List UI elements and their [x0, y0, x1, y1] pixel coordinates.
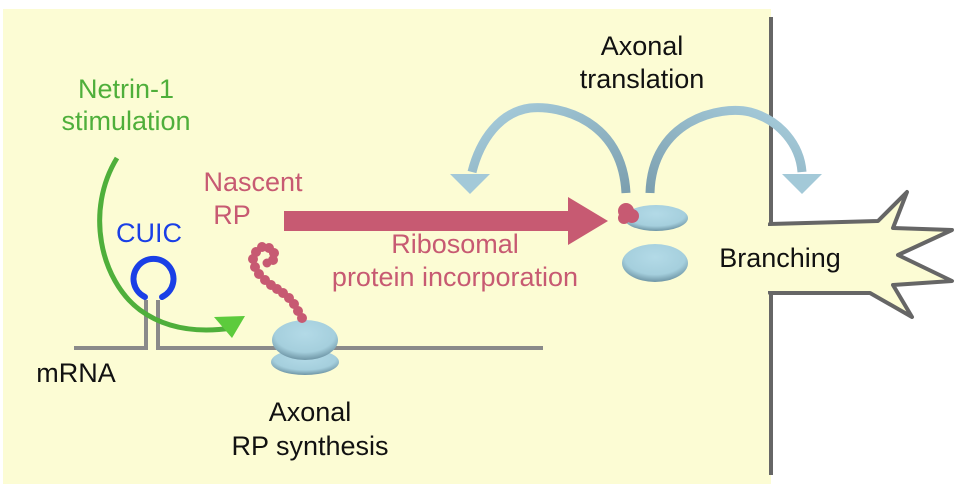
- incorporated-rp: [618, 203, 639, 224]
- nascent-line-2: RP: [213, 199, 251, 230]
- translation-line-1: Axonal: [600, 31, 684, 61]
- ribosomal-incorporation-label: Ribosomal protein incorporation: [296, 228, 614, 294]
- cuic-loop: [130, 255, 177, 300]
- translation-line-2: translation: [579, 63, 705, 94]
- netrin-arrowhead: [214, 316, 245, 338]
- branching-label: Branching: [719, 243, 841, 273]
- synthesis-line-2: RP synthesis: [231, 430, 389, 461]
- nascent-protein-chain: [248, 242, 307, 323]
- ribosome-small-subunit: [272, 320, 338, 360]
- netrin-stimulation-label: Netrin-1 stimulation: [40, 74, 212, 138]
- synthesis-line-1: Axonal: [268, 397, 352, 427]
- translation-ribosome-lower: [622, 244, 688, 282]
- branch-growth-cone: [768, 190, 954, 319]
- translation-arc-left: [467, 103, 631, 194]
- nascent-line-1: Nascent: [203, 167, 303, 197]
- netrin-stimulation-arrow: [97, 156, 233, 333]
- translation-arrowhead-left: [450, 174, 490, 194]
- nascent-rp-label: Nascent RP: [182, 166, 324, 232]
- netrin-line-2: stimulation: [61, 105, 191, 136]
- incorporation-arrow-shaft: [284, 211, 574, 231]
- netrin-line-1: Netrin-1: [77, 74, 175, 104]
- translation-arrowhead-right: [782, 174, 822, 194]
- axonal-rp-synthesis-label: Axonal RP synthesis: [204, 396, 416, 464]
- translation-arc-right: [645, 105, 807, 194]
- mrna-label: mRNA: [36, 358, 116, 388]
- incorporation-arrowhead: [568, 197, 608, 245]
- translation-ribosome-upper: [624, 205, 688, 231]
- incorporation-line-2: protein incorporation: [331, 261, 579, 292]
- axonal-translation-label: Axonal translation: [556, 30, 728, 96]
- incorporation-line-1: Ribosomal: [391, 229, 519, 259]
- cuic-label: CUIC: [116, 218, 182, 248]
